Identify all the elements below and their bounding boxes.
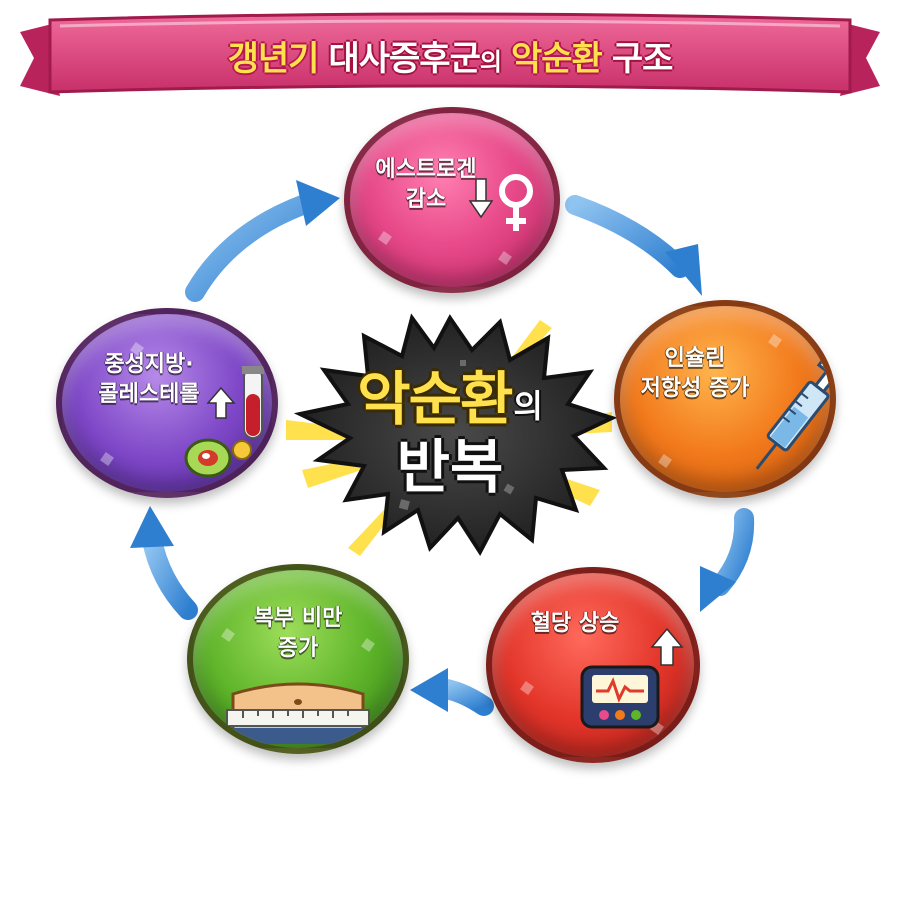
center-line-1: 악순환 의	[300, 370, 600, 428]
page-title: 갱년기 대사증후군의 악순환 구조	[20, 30, 880, 80]
estrogen-icons	[468, 174, 533, 231]
title-part-2-text: 대사증후군	[328, 38, 480, 79]
node-insulin-label: 인슐린 저항성 증가	[620, 344, 800, 404]
arrow-bloodsugar-to-belly	[410, 668, 494, 716]
node-estrogen-line1: 에스트로겐	[375, 157, 477, 182]
arrow-insulin-to-bloodsugar	[700, 508, 755, 612]
sparkle-decoration	[498, 251, 512, 265]
sparkle-decoration	[520, 681, 534, 695]
node-belly-fat-increase: 복부 비만 증가	[187, 564, 409, 754]
node-belly-fat-line1: 복부 비만	[253, 606, 343, 631]
belly-measuring-tape-icon	[226, 682, 370, 744]
node-belly-fat-line2: 증가	[277, 636, 319, 661]
node-insulin-line2: 저항성 증가	[640, 376, 750, 401]
burst-texture	[378, 360, 528, 511]
node-estrogen-label: 에스트로겐 감소	[350, 155, 528, 215]
node-estrogen-line2: 감소	[405, 187, 447, 212]
sparkle-decoration	[100, 452, 114, 466]
female-symbol-icon	[499, 174, 533, 231]
title-ribbon-text-box: 갱년기 대사증후군의 악순환 구조	[20, 6, 880, 106]
center-main-text: 악순환	[357, 365, 513, 433]
center-particle-text: 의	[513, 387, 543, 425]
syringe-icon	[755, 356, 830, 470]
node-blood-sugar-line1: 혈당 상승	[530, 611, 620, 636]
center-burst	[293, 313, 618, 556]
sparkle-decoration	[378, 231, 392, 245]
node-lipid-line2: 콜레스테롤	[98, 382, 200, 407]
fat-cell-icon	[184, 438, 252, 478]
node-insulin-line1: 인슐린	[664, 346, 726, 371]
down-arrow-icon	[468, 178, 494, 219]
title-part-4: 악순환	[510, 38, 603, 79]
title-part-3: 의	[479, 47, 502, 76]
node-belly-fat-label: 복부 비만 증가	[193, 604, 403, 664]
up-arrow-icon	[650, 627, 684, 666]
node-lipid-line1: 중성지방·	[104, 352, 194, 377]
node-insulin-resistance: 인슐린 저항성 증가	[614, 300, 836, 498]
cycle-arrows	[130, 180, 755, 716]
node-estrogen-decrease: 에스트로겐 감소	[344, 107, 560, 293]
sparkle-decoration	[658, 454, 672, 468]
up-arrow-icon	[206, 386, 236, 419]
node-lipid-cholesterol: 중성지방· 콜레스테롤	[56, 308, 278, 498]
title-part-5: 구조	[611, 38, 674, 79]
title-ribbon	[20, 12, 880, 96]
arrow-lipid-to-estrogen	[185, 180, 340, 302]
node-blood-sugar-label: 혈당 상승	[492, 609, 676, 639]
center-title: 악순환 의 반복	[300, 370, 600, 496]
node-blood-sugar-rise: 혈당 상승	[486, 567, 700, 763]
blood-test-tube-icon	[242, 366, 264, 439]
glucose-meter-icon	[580, 665, 660, 729]
arrow-estrogen-to-insulin	[565, 195, 702, 296]
arrow-belly-to-lipid	[130, 506, 198, 620]
center-line-2: 반복	[396, 433, 504, 501]
title-part-1: 갱년기	[227, 38, 320, 79]
title-part-2: 대사증후군의	[328, 31, 502, 80]
node-lipid-label: 중성지방· 콜레스테롤	[62, 350, 254, 410]
